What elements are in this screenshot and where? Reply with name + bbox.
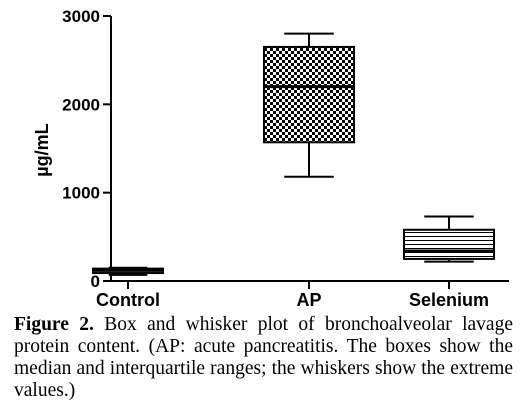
box-selenium xyxy=(403,215,495,263)
y-tick-label: 2000 xyxy=(62,95,100,114)
box-control xyxy=(92,266,164,276)
caption-text: Box and whisker plot of bronchoalveolar … xyxy=(14,314,513,401)
x-tick-label: Control xyxy=(96,290,160,310)
boxes xyxy=(92,32,495,276)
box-iqr xyxy=(263,45,355,144)
figure-caption: Figure 2. Box and whisker plot of bronch… xyxy=(14,314,513,402)
x-tick-label: AP xyxy=(296,290,321,310)
box-ap xyxy=(263,32,355,178)
axes xyxy=(103,15,509,289)
y-axis-title: µg/mL xyxy=(32,123,52,176)
y-tick-label: 3000 xyxy=(62,7,100,26)
x-tick-label: Selenium xyxy=(409,290,489,310)
y-tick-label: 0 xyxy=(91,272,100,291)
y-tick-label: 1000 xyxy=(62,184,100,203)
box-iqr xyxy=(403,228,495,260)
caption-label: Figure 2. xyxy=(14,314,94,335)
